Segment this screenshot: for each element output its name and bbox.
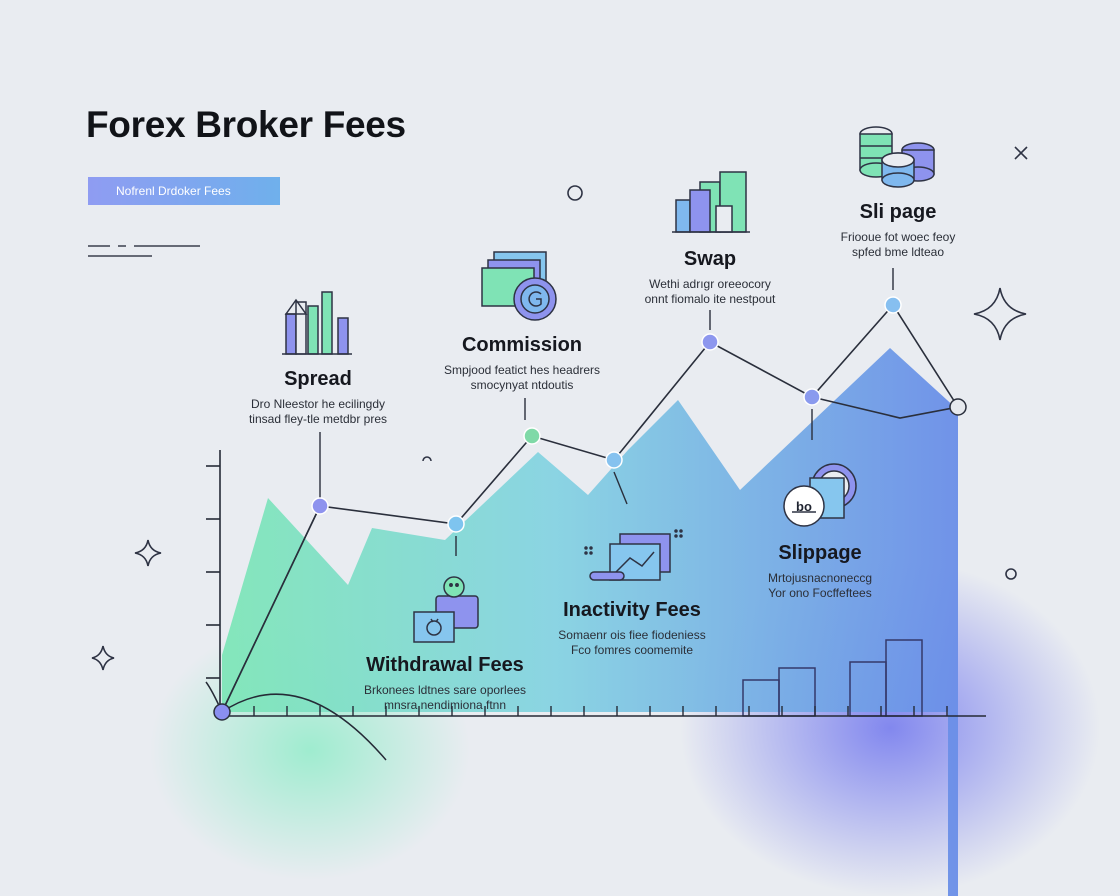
area-fill: [222, 348, 958, 896]
fee-title: Spread: [284, 368, 352, 390]
fee-desc-line: tinsad fley-tle metdbr pres: [248, 412, 388, 426]
fee-title: Sli page: [859, 201, 937, 223]
swap-bars-icon: [672, 171, 750, 233]
x-axis-ticks: [253, 706, 948, 716]
decor-lines: [88, 245, 200, 257]
origin-point: [213, 703, 231, 721]
page-title: Forex Broker Fees: [86, 104, 406, 145]
fee-desc-line: Wethi adrıgr oreeocory: [649, 277, 771, 291]
fee-title: Inactivity Fees: [563, 599, 701, 621]
fee-title: Commission: [461, 334, 583, 356]
fee-desc-line: Fco fomres coomemite: [570, 643, 694, 657]
fee-desc-line: Friooue fot woec feoy: [840, 230, 956, 244]
fee-desc-line: Yor ono Focffeftees: [768, 586, 872, 600]
fee-desc-line: smocynyat ntdoutis: [470, 378, 574, 392]
fee-inactivity: Inactivity Fees Somaenr ois fiee fiodeni…: [522, 599, 742, 658]
connector-lines: [319, 268, 894, 556]
fee-slippage-top: Sli page Friooue fot woec feoy spfed bme…: [798, 201, 998, 260]
fee-spread: Spread Dro Nleestor he ecilingdy tinsad …: [218, 368, 418, 427]
swap-point: [701, 333, 719, 351]
spread-point: [311, 497, 329, 515]
fee-withdrawal: Withdrawal Fees Brkonees ldtnes sare opo…: [330, 654, 560, 713]
fee-desc-line: Brkonees ldtnes sare oporlees: [363, 683, 527, 697]
fee-commission: Commission Smpjood featict hes headrers …: [412, 334, 632, 393]
inactivity-point: [605, 451, 623, 469]
cash-register-icon: bo: [783, 463, 857, 527]
fee-title: Swap: [683, 248, 737, 270]
commission-point: [523, 427, 541, 445]
coin-stack-card-icon: [481, 251, 557, 321]
fee-desc-line: Mrtojusnacnoneccg: [767, 571, 873, 585]
fee-desc-line: spfed bme ldteao: [851, 245, 945, 259]
fee-desc-line: onnt fiomalo ite nestpout: [644, 292, 776, 306]
fee-desc-line: Smpjood featict hes headrers: [443, 363, 601, 377]
monitor-chart-icon: [584, 529, 683, 581]
slippage-top-point: [884, 296, 902, 314]
subtitle-badge: Nofrenl Drdoker Fees: [88, 177, 280, 205]
svg-text:bo: bo: [796, 499, 812, 514]
end-point: [949, 398, 967, 416]
wallet-icon: [413, 576, 479, 643]
chart-axes: [206, 450, 986, 717]
data-points: [213, 296, 967, 721]
coins-icon: [859, 126, 935, 188]
fee-swap: Swap Wethi adrıgr oreeocory onnt fiomalo…: [610, 248, 810, 307]
sparkles: [91, 146, 1028, 671]
fee-desc-line: Dro Nleestor he ecilingdy: [250, 397, 386, 411]
withdrawal-point: [447, 515, 465, 533]
bar-chart-icon: [282, 291, 352, 355]
fee-desc-line: Somaenr ois fiee fiodeniess: [558, 628, 706, 642]
fee-title: Withdrawal Fees: [366, 654, 524, 676]
fee-desc-line: mnsra nendimiona ftnn: [383, 698, 507, 712]
fee-slippage: Slippage Mrtojusnacnoneccg Yor ono Focff…: [720, 542, 920, 601]
fee-title: Slippage: [778, 542, 862, 564]
slippage-point: [803, 388, 821, 406]
